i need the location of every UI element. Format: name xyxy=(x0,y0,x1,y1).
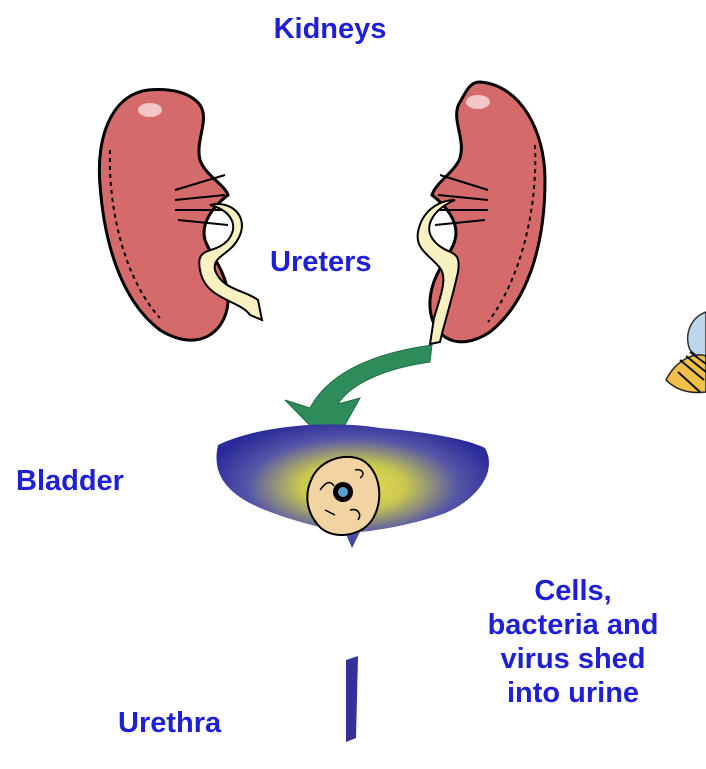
cells-shed-line-3: virus shed xyxy=(440,642,706,676)
cell-icon xyxy=(307,457,379,535)
right-kidney-icon xyxy=(418,82,545,344)
cells-shed-line-2: bacteria and xyxy=(440,608,706,642)
kidneys-label: Kidneys xyxy=(0,12,660,46)
bladder-label: Bladder xyxy=(16,464,124,498)
urethra-label: Urethra xyxy=(118,706,221,740)
cells-shed-line-4: into urine xyxy=(440,676,706,710)
urethra-icon xyxy=(346,656,358,742)
left-kidney-icon xyxy=(99,90,262,341)
cells-shed-note: Cells, bacteria and virus shed into urin… xyxy=(440,574,706,710)
virus-icon xyxy=(666,312,706,393)
ureters-label: Ureters xyxy=(270,245,372,279)
cells-shed-line-1: Cells, xyxy=(440,574,706,608)
